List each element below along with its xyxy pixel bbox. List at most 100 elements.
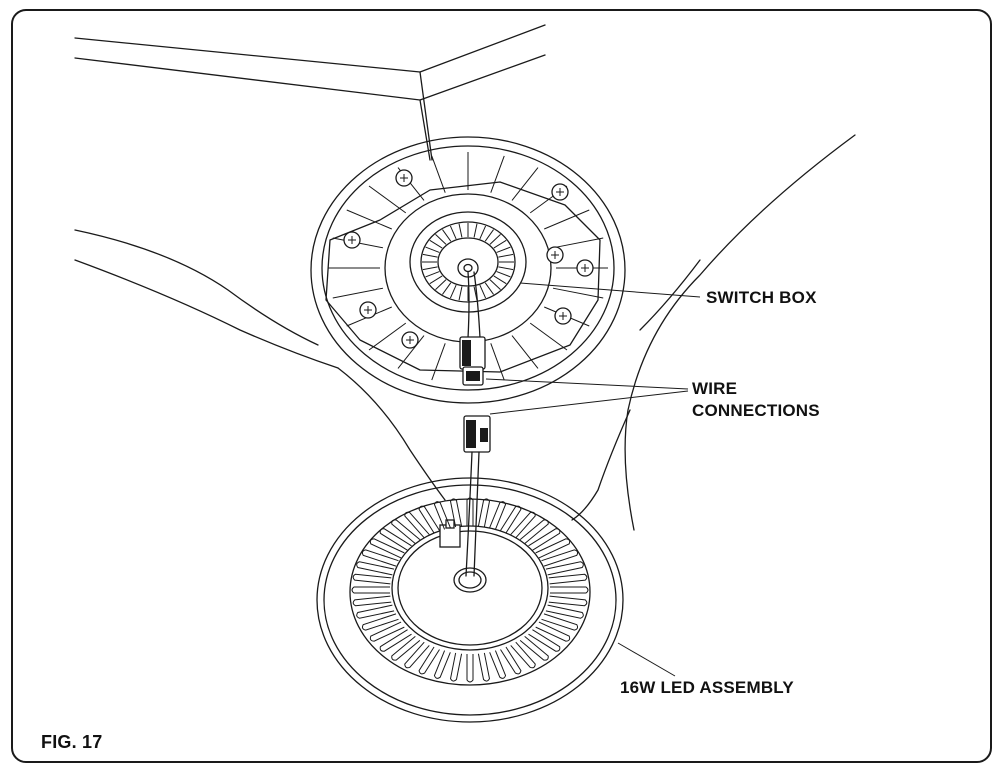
heatsink-fin xyxy=(541,613,579,631)
housing-rib xyxy=(490,343,505,381)
heatsink-fin xyxy=(528,528,561,551)
hub-spline xyxy=(458,286,463,301)
housing-rib xyxy=(368,322,407,351)
hub-spline xyxy=(489,279,501,290)
heatsink-fin xyxy=(351,586,390,594)
heatsink-fin xyxy=(391,519,421,544)
housing-rib xyxy=(490,155,505,193)
switch-box-label: SWITCH BOX xyxy=(706,288,817,307)
heatsink-fin xyxy=(433,650,451,679)
hub-spline xyxy=(493,275,507,285)
heatsink-fin xyxy=(352,573,392,585)
screw-slot xyxy=(348,236,356,244)
wire-connections-label: WIRE CONNECTIONS xyxy=(692,378,820,422)
heatsink-fin xyxy=(477,498,491,528)
heatsink-fin xyxy=(449,498,463,528)
heatsink-fin xyxy=(489,501,507,530)
housing-rib xyxy=(368,185,407,214)
leader-lines xyxy=(485,282,701,677)
heatsink-fin xyxy=(433,501,451,530)
heatsink-fin xyxy=(449,652,463,682)
hub-spline xyxy=(442,282,452,295)
screw-slot xyxy=(400,174,408,182)
heatsink-fin xyxy=(535,538,571,559)
screw-slot xyxy=(581,264,589,272)
motor-housing xyxy=(310,136,626,404)
heatsink-fin xyxy=(500,646,522,675)
hub-spline xyxy=(425,246,440,253)
hub-spline xyxy=(442,229,452,242)
heatsink-fin xyxy=(519,636,549,661)
screw-slot xyxy=(551,251,559,259)
wire-label-line2: CONNECTIONS xyxy=(692,401,820,420)
heatsink-fin xyxy=(404,641,430,669)
hub-spline xyxy=(449,225,457,240)
screw-slot xyxy=(556,188,564,196)
switch-box-splines xyxy=(422,223,514,301)
heatsink-fin xyxy=(361,613,399,631)
heatsink-fin xyxy=(510,641,536,669)
wire-label-line1: WIRE xyxy=(692,379,738,398)
housing-rib xyxy=(511,335,539,369)
heatsink-fin xyxy=(404,511,430,539)
heatsink-fin xyxy=(466,654,474,683)
hub-spline xyxy=(479,284,487,299)
hub-spline xyxy=(473,223,478,238)
hub-spline xyxy=(429,275,443,285)
switch-box-wire xyxy=(467,271,481,339)
heatsink-fin xyxy=(361,549,399,567)
hub-spline xyxy=(449,284,457,299)
screw-slot xyxy=(406,336,414,344)
hub-spline xyxy=(422,266,438,271)
hub-spline xyxy=(429,239,443,249)
housing-rib xyxy=(552,287,604,299)
figure-number: FIG. 17 xyxy=(41,732,103,752)
hub-spline xyxy=(496,246,511,253)
housing-rib xyxy=(544,209,590,230)
heatsink-fin xyxy=(500,505,522,534)
housing-rib xyxy=(529,322,568,351)
led-heatsink-fins xyxy=(351,497,589,683)
fan-body-outline xyxy=(74,24,856,531)
hub-spline xyxy=(498,253,514,258)
heatsink-fin xyxy=(550,586,589,594)
heatsink-fin xyxy=(541,549,579,567)
housing-rib xyxy=(346,209,392,230)
hub-spline xyxy=(496,271,511,278)
housing-rib xyxy=(397,335,425,369)
heatsink-fin xyxy=(356,604,395,619)
heatsink-fin xyxy=(528,629,561,652)
housing-rib xyxy=(332,287,384,299)
heatsink-fin xyxy=(369,621,405,642)
led-wire xyxy=(465,451,480,577)
figure-border xyxy=(11,9,992,763)
heatsink-fin xyxy=(548,573,588,585)
housing-rib xyxy=(431,343,446,381)
heatsink-fin xyxy=(352,595,392,607)
heatsink-fin xyxy=(391,636,421,661)
heatsink-fin xyxy=(519,519,549,544)
heatsink-fin xyxy=(535,621,571,642)
hub-spline xyxy=(484,282,494,295)
led-assembly-label: 16W LED ASSEMBLY xyxy=(620,678,794,697)
heatsink-fin xyxy=(545,604,584,619)
hub-spline xyxy=(489,234,501,245)
heatsink-fin xyxy=(548,595,588,607)
hub-spline xyxy=(458,223,463,238)
heatsink-fin xyxy=(379,629,412,652)
housing-ribs xyxy=(328,152,608,384)
heatsink-fin xyxy=(356,561,395,576)
led-assembly xyxy=(316,477,624,723)
screw-slot xyxy=(364,306,372,314)
heatsink-fin xyxy=(545,561,584,576)
hub-spline xyxy=(484,229,494,242)
housing-rib xyxy=(511,167,539,201)
housing-rib xyxy=(431,155,446,193)
hub-spline xyxy=(435,234,447,245)
housing-screws xyxy=(343,169,594,349)
heatsink-fin xyxy=(510,511,536,539)
hub-spline xyxy=(435,279,447,290)
heatsink-fin xyxy=(369,538,405,559)
heatsink-fin xyxy=(489,650,507,679)
